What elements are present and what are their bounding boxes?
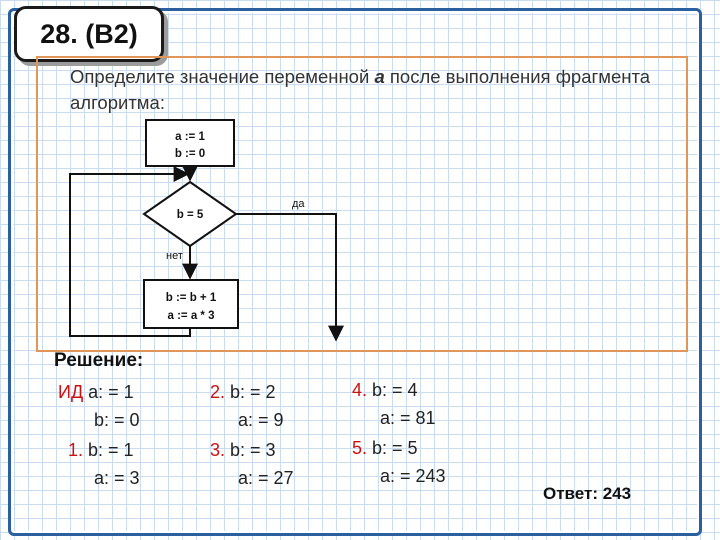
step-label: 2. — [210, 382, 226, 402]
step-b-value: b: = 5 — [372, 438, 418, 458]
step-b-value: b: = 2 — [230, 382, 276, 402]
no-label: нет — [166, 250, 183, 262]
body-block — [143, 279, 239, 329]
slide-title: 28. (В2) — [14, 6, 164, 62]
step-b-value: b: = 4 — [372, 380, 418, 400]
body-line-1: b := b + 1 — [166, 292, 217, 304]
step-label: 3. — [210, 440, 226, 460]
body-line-2: a := a * 3 — [168, 310, 215, 322]
step-label: 1. — [68, 440, 84, 460]
step-label: 4. — [352, 380, 368, 400]
step-label: 5. — [352, 438, 368, 458]
flowchart: a := 1 b := 0 b = 5 да нет b := b + 1 a … — [69, 119, 344, 342]
question-part-1: Определите значение переменной — [70, 66, 375, 87]
solution-step-init: ИД a: = 1 b: = 0 — [58, 378, 140, 434]
solution-step-3: 3. b: = 3 a: = 27 — [210, 436, 294, 492]
step-label: ИД — [58, 382, 84, 402]
solution-step-2: 2. b: = 2 a: = 9 — [210, 378, 284, 434]
question-text: Определите значение переменной a после в… — [70, 64, 670, 116]
step-b-value: b: = 0 — [94, 410, 140, 430]
init-line-2: b := 0 — [175, 148, 205, 160]
step-a-value: a: = 243 — [380, 466, 446, 486]
solution-step-1: 1. b: = 1 a: = 3 — [68, 436, 140, 492]
step-b-value: b: = 3 — [230, 440, 276, 460]
condition-text: b = 5 — [177, 209, 204, 221]
question-part-2: после выполнения фрагмента алгоритма: — [70, 66, 651, 113]
solution-step-4: 4. b: = 4 a: = 81 — [352, 376, 436, 432]
solution-step-5: 5. b: = 5 a: = 243 — [352, 434, 446, 490]
step-b-value: b: = 1 — [88, 440, 134, 460]
yes-label: да — [292, 198, 305, 210]
step-a-value: a: = 27 — [238, 468, 294, 488]
yes-branch-line — [236, 213, 344, 342]
task-box — [36, 56, 688, 352]
answer-text: Ответ: 243 — [543, 484, 632, 503]
step-a-value: a: = 9 — [238, 410, 284, 430]
page-frame — [8, 8, 702, 536]
loop-back-line — [69, 166, 191, 337]
step-a-value: a: = 3 — [94, 468, 140, 488]
question-variable: a — [374, 66, 385, 87]
step-a-value: a: = 81 — [380, 408, 436, 428]
solution-heading: Решение: — [54, 350, 144, 371]
init-line-1: a := 1 — [175, 131, 205, 143]
step-a-value: a: = 1 — [88, 382, 134, 402]
